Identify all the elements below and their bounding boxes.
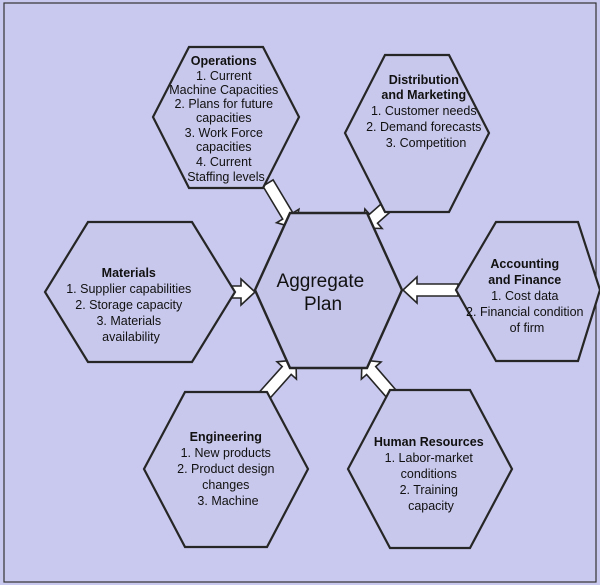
engineering-title: Engineering xyxy=(190,430,262,444)
human-resources-hexagon xyxy=(346,388,514,550)
operations-line-2: Machine Capacities xyxy=(169,83,278,97)
engineering-line-3: changes xyxy=(202,478,249,492)
materials-text: Materials 1. Supplier capabilities 2. St… xyxy=(66,264,196,344)
accounting-line-3: of firm xyxy=(510,321,545,335)
engineering-text: Engineering 1. New products 2. Product d… xyxy=(177,428,279,508)
distribution-line-1: 1. Customer needs xyxy=(371,104,477,118)
operations-line-7: 4. Current xyxy=(196,155,252,169)
human-resources-line-1: 1. Labor-market xyxy=(385,451,474,465)
operations-line-1: 1. Current xyxy=(196,69,252,83)
materials-hexagon xyxy=(43,220,237,364)
accounting-arrow xyxy=(401,275,459,305)
accounting-line-1: 1. Cost data xyxy=(491,289,558,303)
engineering-line-1: 1. New products xyxy=(181,446,271,460)
operations-line-8: Staffing levels xyxy=(187,170,265,184)
operations-line-4: capacities xyxy=(196,111,252,125)
operations-line-5: 3. Work Force xyxy=(185,126,263,140)
accounting-text: Accounting and Finance 1. Cost data 2. F… xyxy=(466,255,588,335)
distribution-hexagon xyxy=(343,53,491,214)
human-resources-title: Human Resources xyxy=(374,435,484,449)
center-label: Aggregate Plan xyxy=(277,271,370,315)
human-resources-line-4: capacity xyxy=(408,499,455,513)
human-resources-line-2: conditions xyxy=(401,467,457,481)
operations-hexagon xyxy=(151,45,301,190)
distribution-title-2: and Marketing xyxy=(381,88,466,102)
human-resources-text: Human Resources 1. Labor-market conditio… xyxy=(374,433,488,513)
distribution-line-2: 2. Demand forecasts xyxy=(366,120,481,134)
accounting-line-2: 2. Financial condition xyxy=(466,305,583,319)
materials-line-4: availability xyxy=(102,330,160,344)
engineering-line-2: 2. Product design xyxy=(177,462,274,476)
accounting-hexagon xyxy=(454,220,600,363)
distribution-text: Distribution and Marketing 1. Customer n… xyxy=(366,71,486,150)
human-resources-line-3: 2. Training xyxy=(400,483,458,497)
operations-line-6: capacities xyxy=(196,140,252,154)
engineering-hexagon xyxy=(142,390,310,549)
accounting-title-1: Accounting xyxy=(490,257,559,271)
distribution-title-1: Distribution xyxy=(389,73,459,87)
engineering-line-4: 3. Machine xyxy=(197,494,258,508)
accounting-title-2: and Finance xyxy=(488,273,561,287)
center-line-2: Plan xyxy=(304,294,342,315)
operations-text: Operations 1. Current Machine Capacities… xyxy=(169,52,283,184)
materials-title: Materials xyxy=(102,266,156,280)
center-line-1: Aggregate xyxy=(277,271,365,292)
distribution-line-3: 3. Competition xyxy=(386,136,467,150)
operations-title: Operations xyxy=(191,54,257,68)
aggregate-plan-hexagon xyxy=(253,211,404,370)
materials-line-2: 2. Storage capacity xyxy=(75,298,183,312)
materials-line-3: 3. Materials xyxy=(96,314,161,328)
operations-line-3: 2. Plans for future xyxy=(174,97,273,111)
materials-line-1: 1. Supplier capabilities xyxy=(66,282,191,296)
